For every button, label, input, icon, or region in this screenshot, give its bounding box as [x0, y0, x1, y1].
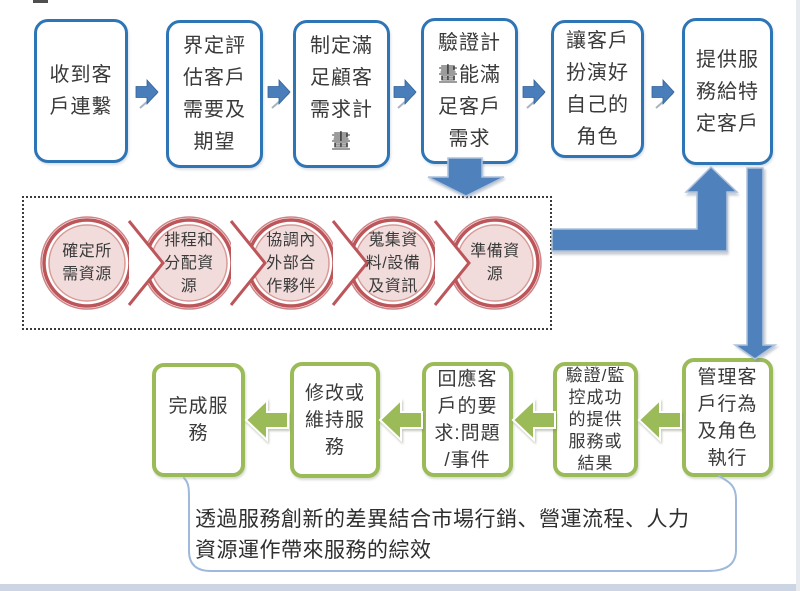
- bottom-step-4-label: 修改或 維持服 務: [304, 382, 365, 458]
- right-arrow-icon-4: [522, 78, 546, 109]
- bottom-step-2-box: 驗證/監 控成功 的提供 服務或 結果: [553, 362, 638, 477]
- long-down-arrow-icon: [732, 167, 778, 360]
- elbow-up-arrow-icon: [551, 165, 739, 252]
- top-step-6-box: 提供服 務給特 定客戶: [682, 18, 773, 165]
- top-step-3-box: 制定滿 足顧客 需求計 畫: [293, 20, 390, 168]
- summary-note: 透過服務創新的差異結合市場行銷、營運流程、人力 資源運作帶來服務的綜效: [195, 508, 690, 562]
- top-step-2-label: 界定評 估客戶 需要及 期望: [183, 35, 246, 153]
- top-step-2-box: 界定評 估客戶 需要及 期望: [166, 20, 263, 168]
- top-step-5-label: 讓客戶 扮演好 自己的 角色: [566, 30, 629, 148]
- top-step-1-label: 收到客 戶連繫: [49, 64, 113, 118]
- resource-step-2-label: 排程和 分配資 源: [164, 231, 214, 295]
- resource-step-3-label: 協調內 外部合 作夥伴: [266, 231, 316, 295]
- left-arrow-icon-2: [511, 397, 556, 443]
- bottom-step-1-box: 管理客 戶行為 及角色 執行: [682, 358, 773, 477]
- resource-step-4-label: 蒐集資 料/設備 及資訊: [365, 231, 421, 295]
- top-step-6-label: 提供服 務給特 定客戶: [696, 48, 759, 135]
- bottom-step-3-box: 回應客 戶的要 求:問題 /事件: [422, 362, 513, 477]
- top-step-3-label: 制定滿 足顧客 需求計 畫: [310, 35, 373, 153]
- top-step-4-label: 驗證計 畫能滿 足客戶 需求: [438, 32, 501, 150]
- top-step-4-box: 驗證計 畫能滿 足客戶 需求: [421, 18, 518, 164]
- bottom-step-4-box: 修改或 維持服 務: [290, 362, 380, 478]
- bottom-step-2-label: 驗證/監 控成功 的提供 服務或 結果: [565, 365, 626, 473]
- right-arrow-icon-5: [651, 78, 675, 109]
- resource-step-1-label: 確定所 需資源: [62, 243, 112, 283]
- top-step-1-box: 收到客 戶連繫: [34, 19, 128, 163]
- bottom-step-5-label: 完成服 務: [168, 396, 229, 444]
- bottom-edge-strip: [0, 583, 800, 591]
- bottom-step-1-label: 管理客 戶行為 及角色 執行: [697, 366, 758, 469]
- top-step-5-box: 讓客戶 扮演好 自己的 角色: [551, 20, 644, 158]
- bottom-step-3-label: 回應客 戶的要 求:問題 /事件: [434, 368, 501, 471]
- left-arrow-icon-3: [378, 397, 423, 443]
- scan-artifact: [33, 0, 48, 3]
- left-arrow-icon-4: [244, 397, 289, 443]
- left-arrow-icon-1: [637, 397, 682, 443]
- resource-step-5-label: 準備資 源: [470, 243, 520, 283]
- right-arrow-icon-3: [393, 78, 417, 109]
- bottom-step-5-box: 完成服 務: [152, 363, 245, 477]
- right-arrow-icon-1: [135, 78, 159, 109]
- resources-dashed-container: [22, 196, 552, 330]
- right-edge-strip: [796, 0, 800, 591]
- right-arrow-icon-2: [267, 78, 291, 109]
